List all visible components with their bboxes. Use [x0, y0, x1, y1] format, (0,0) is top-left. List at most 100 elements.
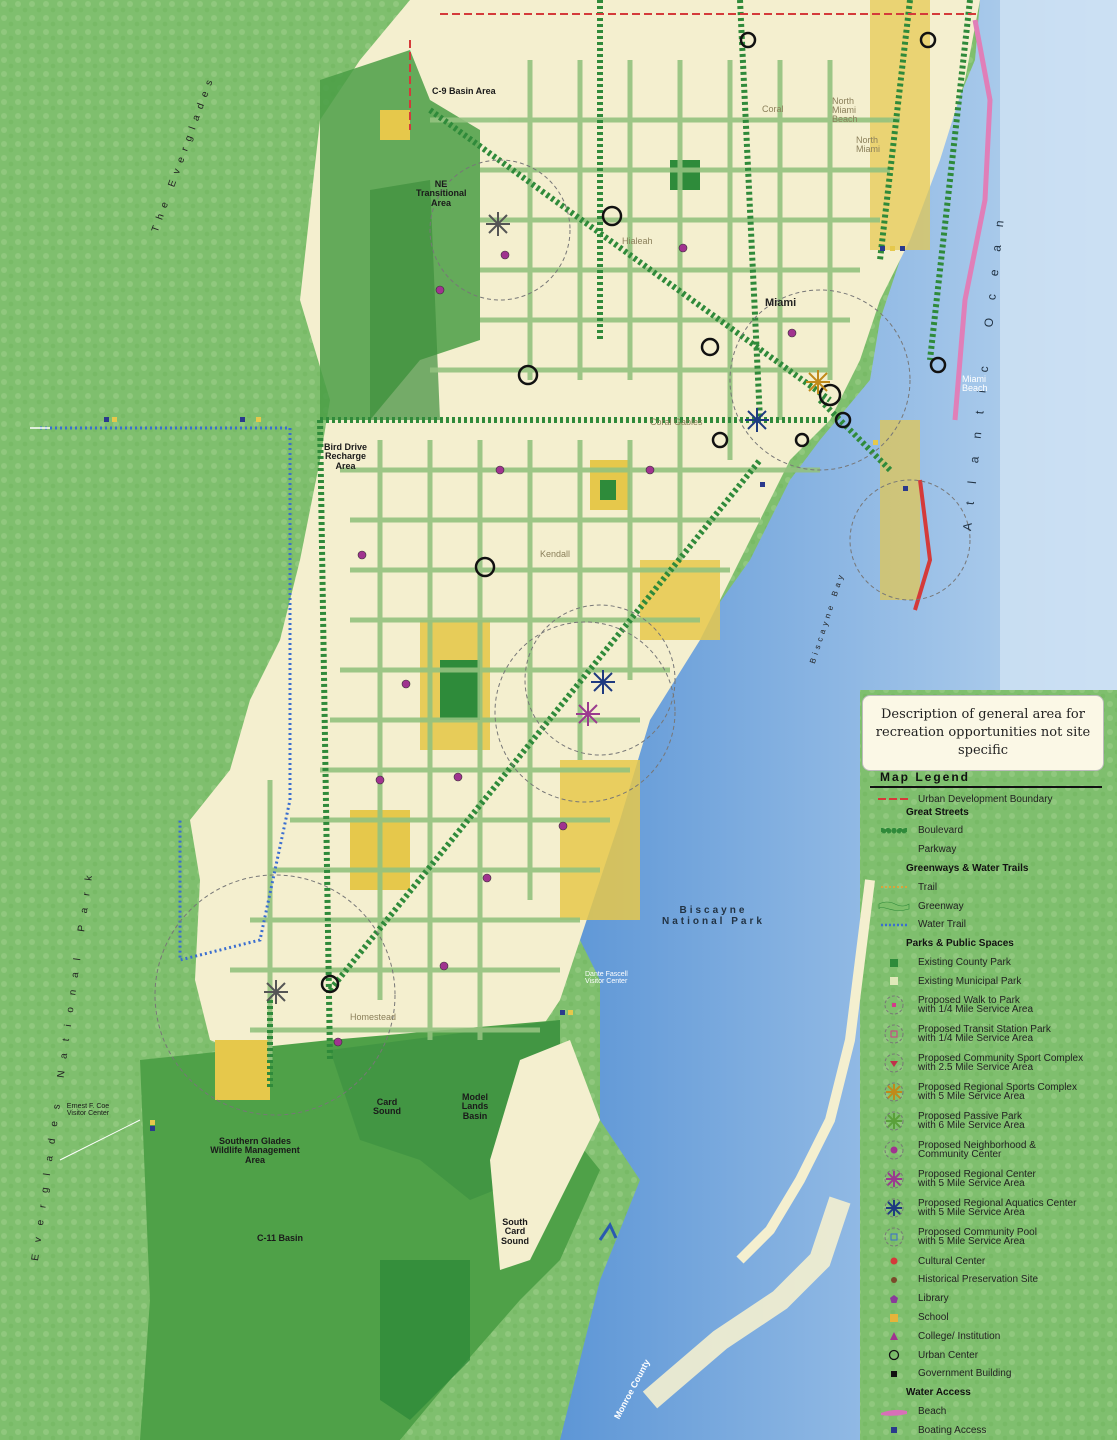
- community-sport-icon: [870, 1052, 918, 1074]
- legend-greenways: Greenways & Water Trails: [906, 863, 1029, 875]
- legend-government: Government Building: [870, 1365, 1110, 1384]
- legend-boulevard: Boulevard: [870, 822, 1110, 841]
- udb-line-icon: [870, 795, 918, 803]
- label-dante-fascell: Dante Fascell Visitor Center: [585, 971, 628, 986]
- legend-parkway-label: Parkway: [918, 844, 957, 856]
- parkway-icon: [870, 846, 918, 854]
- water-trail-icon: [870, 922, 918, 928]
- water-trail-path: [40, 426, 292, 962]
- beach-icon: [870, 1407, 918, 1417]
- legend-neighborhood-center: Proposed Neighborhood &Community Center: [870, 1136, 1110, 1165]
- trail-icon: [870, 884, 918, 890]
- label-hialeah: Hialeah: [622, 236, 653, 246]
- label-north-miami-beach: North Miami Beach: [832, 96, 858, 124]
- boulevard-icon: [870, 827, 918, 835]
- legend-regional-sport-line2: with 5 Mile Service Area: [918, 1091, 1025, 1103]
- legend-college: College/ Institution: [870, 1327, 1110, 1346]
- label-southern-glades: Southern Glades Wildlife Management Area: [210, 1136, 300, 1165]
- legend-boating: Boating Access: [870, 1421, 1110, 1440]
- legend-cultural: Cultural Center: [870, 1252, 1110, 1271]
- legend-aquatics-line1: Proposed Regional Aquatics Center: [918, 1197, 1077, 1209]
- school-icon: [870, 1313, 918, 1323]
- legend-municipal-park-label: Existing Municipal Park: [918, 975, 1022, 987]
- legend-walk-park-line2: with 1/4 Mile Service Area: [918, 1004, 1034, 1016]
- recreation-note-box: Description of general area for recreati…: [862, 695, 1104, 771]
- government-building-icon: [870, 1369, 918, 1379]
- legend-regional-center-line2: with 5 Mile Service Area: [918, 1178, 1025, 1190]
- label-bird-drive: Bird Drive Recharge Area: [323, 442, 367, 471]
- label-homestead: Homestead: [350, 1012, 397, 1022]
- legend-boulevard-label: Boulevard: [918, 825, 964, 837]
- urban-center-icon: [870, 1349, 918, 1361]
- legend-transit-park-line1: Proposed Transit Station Park: [918, 1023, 1051, 1035]
- legend-parkway: Parkway: [870, 840, 1110, 859]
- regional-center-icon: [870, 1168, 918, 1190]
- county-park-icon: [870, 958, 918, 968]
- udb-line: [409, 13, 980, 130]
- legend-school: School: [870, 1308, 1110, 1327]
- label-biscayne-np-line2: National Park: [662, 916, 765, 927]
- legend-college-label: College/ Institution: [918, 1330, 1001, 1342]
- legend-transit-park-line2: with 1/4 Mile Service Area: [918, 1033, 1034, 1045]
- map-legend: Map Legend Urban Development Boundary Gr…: [870, 770, 1110, 1440]
- label-kendall: Kendall: [540, 549, 571, 559]
- library-icon: [870, 1294, 918, 1304]
- legend-walk-park-line1: Proposed Walk to Park: [918, 994, 1020, 1006]
- legend-county-park-label: Existing County Park: [918, 957, 1011, 969]
- label-coral: Coral: [762, 104, 784, 114]
- ocean-area: [560, 0, 1117, 1440]
- legend-urban-center: Urban Center: [870, 1346, 1110, 1365]
- legend-cultural-label: Cultural Center: [918, 1255, 986, 1267]
- college-icon: [870, 1331, 918, 1341]
- passive-park-icon: [870, 1110, 918, 1132]
- label-c9-basin: C-9 Basin Area: [432, 86, 496, 96]
- legend-parks: Parks & Public Spaces: [906, 938, 1014, 950]
- legend-neighborhood-center-label: Proposed Neighborhood &Community Center: [918, 1140, 1110, 1161]
- legend-historical-label: Historical Preservation Site: [918, 1274, 1039, 1286]
- label-biscayne-np-line1: Biscayne: [679, 905, 748, 916]
- cultural-center-icon: [870, 1256, 918, 1266]
- legend-water-access: Water Access: [906, 1387, 971, 1399]
- recreation-note-text: Description of general area for recreati…: [875, 707, 1091, 758]
- legend-passive-park-line2: with 6 Mile Service Area: [918, 1120, 1025, 1132]
- legend-udb: Urban Development Boundary: [870, 790, 1110, 809]
- legend-library-label: Library: [918, 1293, 949, 1305]
- legend-government-label: Government Building: [918, 1368, 1012, 1380]
- legend-pool-line1: Proposed Community Pool: [918, 1226, 1037, 1238]
- legend-county-park: Existing County Park: [870, 953, 1110, 972]
- legend-beach: Beach: [870, 1402, 1110, 1421]
- label-model-lands: Model Lands Basin: [461, 1092, 489, 1121]
- label-c11-basin: C-11 Basin: [257, 1233, 304, 1243]
- neighborhood-center-icon: [870, 1139, 918, 1161]
- label-north-miami: North Miami: [856, 135, 880, 154]
- label-miami: Miami: [765, 297, 797, 309]
- legend-greenway: Greenway: [870, 897, 1110, 916]
- legend-water-trail-label: Water Trail: [918, 919, 966, 931]
- legend-municipal-park: Existing Municipal Park: [870, 972, 1110, 991]
- label-card-sound: Card Sound: [373, 1097, 401, 1117]
- label-coral-gables: Coral Gables: [650, 417, 703, 427]
- legend-library: Library: [870, 1289, 1110, 1308]
- legend-regional-sport-line1: Proposed Regional Sports Complex: [918, 1081, 1077, 1093]
- legend-trail: Trail: [870, 878, 1110, 897]
- legend-neighborhood-line2: Community Center: [918, 1149, 1002, 1161]
- legend-pool-line2: with 5 Mile Service Area: [918, 1236, 1025, 1248]
- legend-greenway-label: Greenway: [918, 900, 964, 912]
- legend-water-trail: Water Trail: [870, 916, 1110, 935]
- legend-great-streets: Great Streets: [906, 806, 969, 818]
